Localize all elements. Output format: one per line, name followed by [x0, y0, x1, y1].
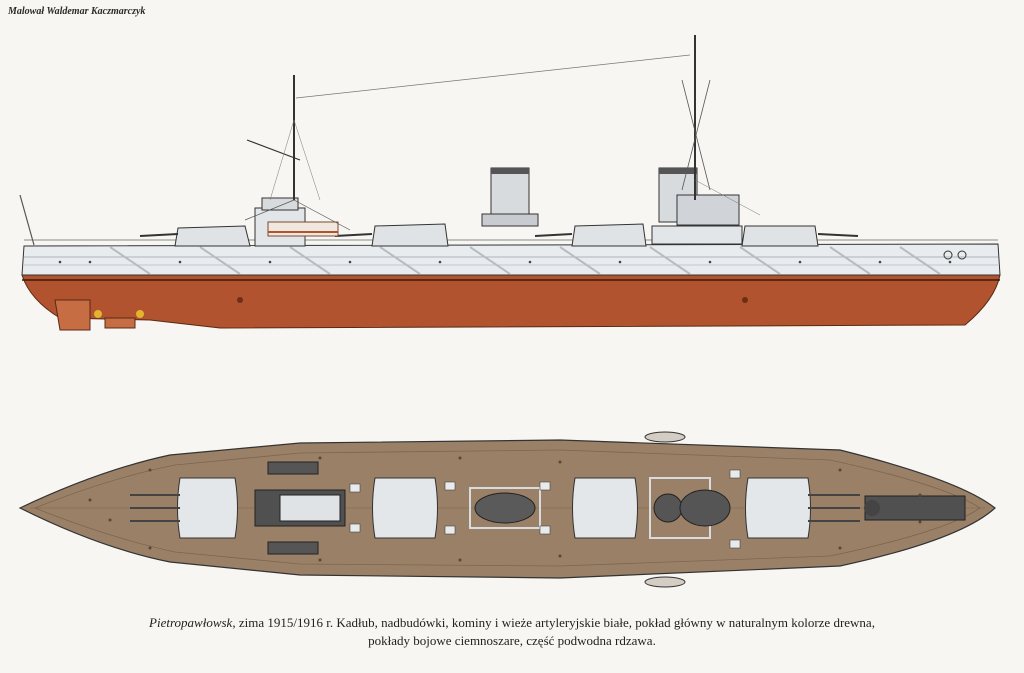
hull-topside — [21, 243, 1001, 276]
side-turrets — [174, 223, 819, 247]
underwater-hull — [21, 274, 1001, 329]
propeller-stbd — [136, 310, 144, 318]
artist-credit: Malował Waldemar Kaczmarczyk — [8, 6, 146, 17]
ship-name: Pietropawłowsk — [149, 615, 233, 630]
top-turrets — [177, 477, 811, 539]
illustration-caption: Pietropawłowsk, zima 1915/1916 r. Kadłub… — [0, 614, 1024, 650]
rudder — [54, 299, 91, 331]
deck-dots — [88, 456, 922, 562]
top-turret-guns — [130, 494, 860, 522]
caption-line-2: pokłady bojowe ciemnoszare, część podwod… — [368, 633, 656, 648]
aerial-wire — [295, 54, 691, 99]
side-boat-bottom — [644, 576, 686, 588]
hull-stripes — [109, 246, 941, 275]
propeller-shaft — [104, 317, 136, 329]
top-view — [18, 431, 996, 588]
forward-funnel-top — [474, 492, 536, 524]
turret-guns — [139, 233, 859, 237]
portholes — [58, 260, 952, 264]
aft-funnel-top — [653, 493, 683, 523]
bow-jackstaff — [19, 194, 35, 246]
boat — [267, 221, 339, 237]
side-profile — [19, 35, 1001, 331]
propeller-port — [94, 310, 102, 318]
caption-line-1-text: , zima 1915/1916 r. Kadłub, nadbudówki, … — [232, 615, 875, 630]
side-boat-top — [644, 431, 686, 443]
caption-line-1: Pietropawłowsk, zima 1915/1916 r. Kadłub… — [0, 614, 1024, 632]
aft-superstructure — [676, 194, 740, 226]
deck-fittings — [349, 469, 741, 549]
